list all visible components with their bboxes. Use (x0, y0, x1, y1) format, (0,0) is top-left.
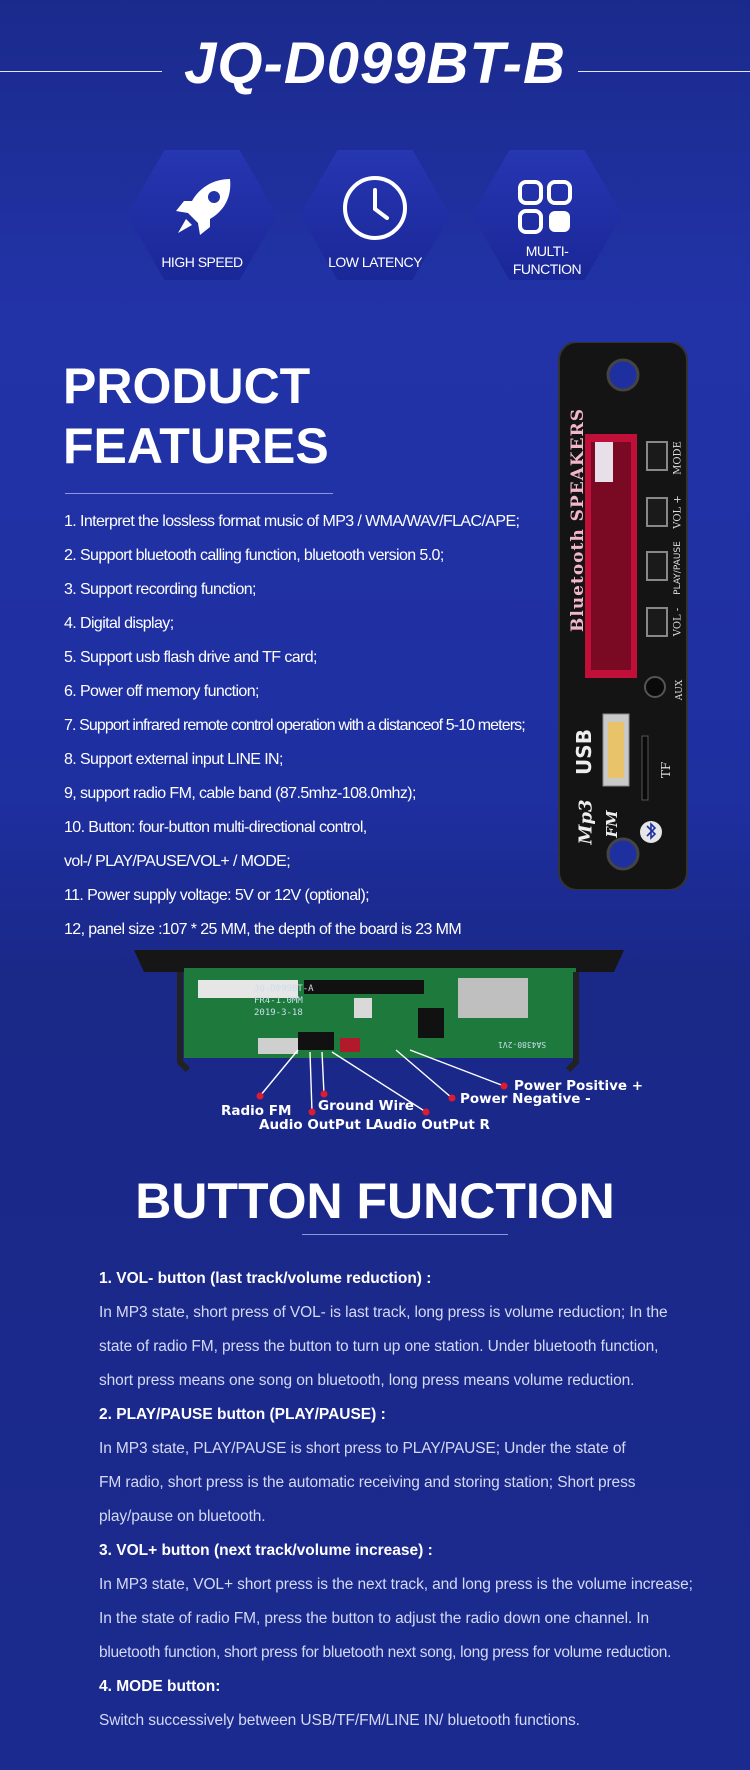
board-label-vol-minus: VOL - (672, 607, 684, 637)
wire-label-audio-r: Audio OutPut R (373, 1117, 490, 1133)
board-label-play-pause: PLAY/PAUSE (673, 541, 683, 595)
button-section-text: play/pause on bluetooth. (99, 1508, 266, 1525)
button-section-text: In the state of radio FM, press the butt… (99, 1610, 650, 1627)
features-heading-line2: FEATURES (63, 418, 329, 474)
feature-item: 10. Button: four-button multi-directiona… (64, 819, 367, 836)
feature-item: 6. Power off memory function; (64, 683, 259, 700)
feature-item: 4. Digital display; (64, 615, 174, 632)
button-section-text: In MP3 state, VOL+ short press is the ne… (99, 1576, 693, 1593)
product-title: JQ-D099BT-B (184, 31, 566, 96)
badge-label-high-speed: HIGH SPEED (161, 254, 243, 270)
feature-item: 8. Support external input LINE IN; (64, 751, 283, 768)
feature-item: 3. Support recording function; (64, 581, 257, 598)
button-section-text: state of radio FM, press the button to t… (99, 1338, 659, 1355)
clock-icon (343, 176, 407, 240)
button-section-text: Switch successively between USB/TF/FM/LI… (99, 1712, 580, 1729)
button-section-text: short press means one song on bluetooth,… (99, 1372, 635, 1389)
feature-item: 5. Support usb flash drive and TF card; (64, 649, 318, 666)
button-section-text: In MP3 state, PLAY/PAUSE is short press … (99, 1440, 626, 1457)
feature-item: 2. Support bluetooth calling function, b… (64, 547, 444, 564)
pcb-text-line3: 2019-3-18 (254, 1008, 303, 1018)
feature-item: 1. Interpret the lossless format music o… (64, 513, 520, 530)
header-rule-left (0, 71, 162, 72)
wire-label-ground: Ground Wire (318, 1098, 414, 1114)
feature-item: 7. Support infrared remote control opera… (64, 717, 526, 734)
feature-item: 12, panel size :107 * 25 MM, the depth o… (64, 921, 462, 938)
board-panel-image (558, 342, 688, 890)
board-brand-text: Bluetooth SPEAKERS (568, 407, 588, 633)
button-function-rule (302, 1234, 508, 1235)
board-label-aux: AUX (675, 679, 685, 701)
pcb-text-line2: FR4-1.0MM (254, 996, 303, 1006)
wire-label-audio-l: Audio OutPut L (259, 1117, 375, 1133)
button-section-title: 3. VOL+ button (next track/volume increa… (99, 1542, 433, 1559)
wire-label-power-pos: Power Positive + (514, 1078, 644, 1094)
rocket-icon (176, 179, 231, 235)
header-rule-right (578, 71, 750, 72)
button-function-heading: BUTTON FUNCTION (135, 1173, 615, 1229)
button-section-title: 4. MODE button: (99, 1678, 221, 1695)
badge-label-low-latency: LOW LATENCY (328, 254, 422, 270)
wire-pointer-lines (256, 1049, 508, 1116)
feature-item: 9, support radio FM, cable band (87.5mhz… (64, 785, 416, 802)
grid-icon (518, 180, 572, 234)
wire-label-power-neg: Power Negative - (460, 1091, 591, 1107)
badge-label-multi-line2: FUNCTION (512, 261, 582, 277)
board-label-vol-plus: VOL + (672, 495, 684, 529)
badge-label-multi-line1: MULTI- (525, 243, 569, 259)
board-label-mp3: Mp3 (575, 799, 597, 845)
features-rule (65, 493, 333, 494)
feature-item: vol-/ PLAY/PAUSE/VOL+ / MODE; (64, 853, 291, 870)
board-label-fm: FM (603, 810, 621, 838)
pcb-text-line1: JQ-D099BT-A (254, 984, 314, 994)
button-section-title: 2. PLAY/PAUSE button (PLAY/PAUSE) : (99, 1406, 386, 1423)
board-label-mode: MODE (672, 441, 684, 475)
board-wiring-image (134, 950, 624, 1073)
board-label-tf: TF (659, 761, 673, 779)
feature-item: 11. Power supply voltage: 5V or 12V (opt… (64, 887, 370, 904)
button-section-text: bluetooth function, short press for blue… (99, 1644, 672, 1661)
button-section-text: In MP3 state, short press of VOL- is las… (99, 1304, 668, 1321)
wire-label-radio-fm: Radio FM (221, 1103, 292, 1119)
features-heading-line1: PRODUCT (63, 358, 311, 414)
button-section-title: 1. VOL- button (last track/volume reduct… (99, 1270, 432, 1287)
board-label-usb: USB (572, 729, 596, 775)
button-section-text: FM radio, short press is the automatic r… (99, 1474, 636, 1491)
